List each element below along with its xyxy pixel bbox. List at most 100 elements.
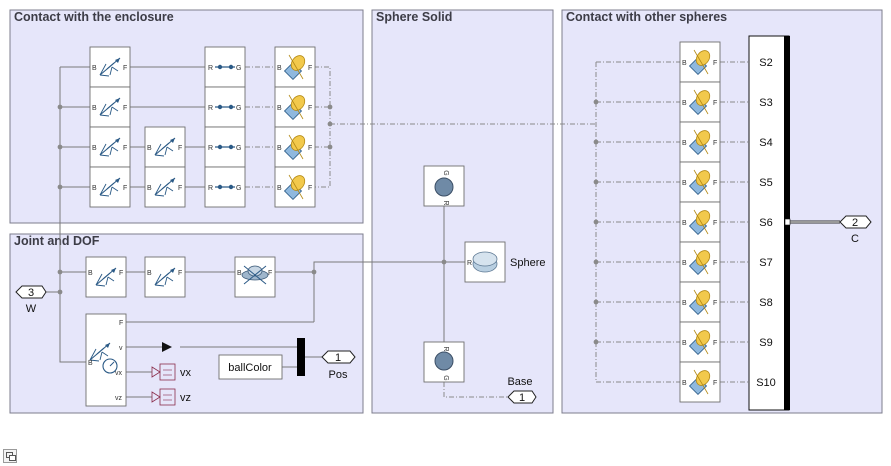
svg-text:F: F — [123, 65, 127, 72]
outport-pos-number: 1 — [335, 352, 341, 364]
constant-label: ballColor — [228, 362, 272, 374]
transform-sensor[interactable]: B F v vx vz — [85, 313, 127, 407]
svg-text:B: B — [682, 260, 687, 267]
svg-text:F: F — [308, 105, 312, 112]
outport-base[interactable]: 1 Base — [507, 376, 537, 404]
svg-text:B: B — [682, 300, 687, 307]
bus-signal-label: S4 — [759, 137, 772, 149]
svg-text:B: B — [88, 270, 93, 277]
svg-text:B: B — [88, 360, 93, 367]
svg-text:F: F — [308, 145, 312, 152]
svg-text:R: R — [442, 346, 449, 351]
svg-text:B: B — [147, 145, 152, 152]
bus-signal-label: S3 — [759, 97, 772, 109]
svg-text:F: F — [178, 270, 182, 277]
svg-text:F: F — [713, 100, 717, 107]
outport-c[interactable]: 2 C — [839, 215, 872, 245]
svg-text:F: F — [308, 65, 312, 72]
svg-text:F: F — [119, 270, 123, 277]
svg-text:R: R — [208, 105, 213, 112]
svg-text:B: B — [682, 140, 687, 147]
svg-text:G: G — [236, 185, 241, 192]
bus-signal-label: S6 — [759, 217, 772, 229]
area-joint-dof[interactable]: Joint and DOF — [9, 233, 364, 414]
outport-base-label: Base — [507, 376, 532, 388]
bus-signal-label: S2 — [759, 57, 772, 69]
svg-text:v: v — [119, 345, 123, 352]
inport-w-label: W — [26, 303, 37, 315]
svg-text:B: B — [92, 65, 97, 72]
area-contact-spheres[interactable]: Contact with other spheres — [561, 9, 883, 414]
sphere-block[interactable]: R Sphere — [464, 241, 545, 283]
svg-text:F: F — [119, 320, 123, 327]
fit-view-button[interactable] — [3, 449, 17, 463]
outport-pos-label: Pos — [329, 369, 348, 381]
rigid-transform-top[interactable]: G R — [423, 165, 465, 207]
svg-text:B: B — [682, 180, 687, 187]
svg-text:B: B — [237, 270, 242, 277]
svg-text:F: F — [713, 380, 717, 387]
rigid-transform-bottom[interactable]: R G — [423, 341, 465, 383]
svg-text:B: B — [277, 105, 282, 112]
bus-signal-label: S7 — [759, 257, 772, 269]
svg-text:B: B — [92, 105, 97, 112]
sphere-label: Sphere — [510, 257, 545, 269]
svg-text:B: B — [682, 60, 687, 67]
outport-c-number: 2 — [852, 217, 858, 229]
mux-block[interactable] — [297, 338, 305, 376]
gain-triangle[interactable] — [162, 342, 172, 352]
outport-pos[interactable]: 1 Pos — [321, 350, 356, 381]
sphere-icon — [472, 251, 498, 273]
svg-text:F: F — [308, 185, 312, 192]
svg-text:B: B — [277, 65, 282, 72]
scope-vz-label: vz — [180, 392, 191, 404]
joint-transform-2[interactable]: B F — [144, 256, 186, 298]
bus-signal-label: S8 — [759, 297, 772, 309]
svg-text:F: F — [713, 340, 717, 347]
signal-lines — [46, 66, 840, 398]
svg-text:G: G — [236, 105, 241, 112]
svg-text:F: F — [178, 145, 182, 152]
scope-vx[interactable]: vx — [151, 363, 192, 381]
inport-w[interactable]: 3 W — [15, 285, 47, 315]
svg-text:B: B — [147, 270, 152, 277]
svg-text:R: R — [208, 185, 213, 192]
inport-w-number: 3 — [28, 287, 34, 299]
svg-text:B: B — [682, 100, 687, 107]
svg-text:B: B — [682, 380, 687, 387]
scope-vx-label: vx — [180, 367, 192, 379]
joint-transform-1[interactable]: B F — [85, 256, 127, 298]
scope-vz[interactable]: vz — [151, 388, 191, 406]
svg-text:vx: vx — [115, 370, 123, 377]
area-title-spheres: Contact with other spheres — [566, 10, 727, 24]
svg-text:G: G — [442, 170, 449, 175]
bearing-joint[interactable]: B F — [234, 256, 276, 298]
svg-text:F: F — [123, 145, 127, 152]
sensor-icon — [102, 358, 118, 374]
constant-ballcolor[interactable]: ballColor — [218, 354, 283, 380]
